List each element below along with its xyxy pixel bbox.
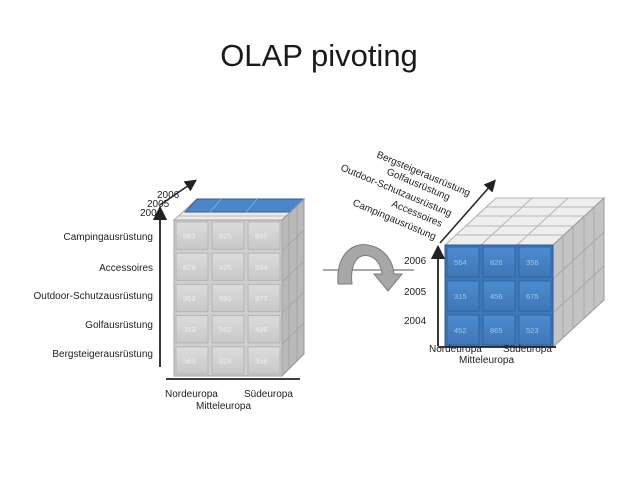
cube-cell-value: 564: [183, 356, 196, 365]
cube-cell: [518, 246, 552, 278]
cube-cell: [211, 315, 245, 344]
cube-cell-value: 452: [454, 326, 467, 335]
cube-cell-value: 826: [219, 356, 232, 365]
left-region-nordeuropa: Nordeuropa: [165, 389, 218, 400]
left-region-mitteleuropa: Mitteleuropa: [196, 401, 251, 412]
cube-cell-value: 935: [255, 232, 268, 241]
cube-cell: [482, 314, 516, 346]
right-region-nordeuropa: Nordeuropa: [429, 344, 482, 355]
left-year-2004: 2004: [140, 208, 163, 219]
cube-cell-value: 534: [255, 263, 268, 272]
cube-cell: [446, 280, 480, 312]
cube-cell: [247, 346, 281, 375]
cube-cell-value: 425: [219, 263, 232, 272]
cube-cell-value: 496: [255, 325, 268, 334]
cube-cell: [446, 246, 480, 278]
right-depth-axis: [439, 179, 496, 244]
left-year-2006: 2006: [157, 190, 180, 201]
rotation-arrow-icon: [323, 244, 414, 292]
cube-cell: [175, 221, 209, 250]
cube-cell: [211, 221, 245, 250]
cube-cell-value: 356: [255, 356, 268, 365]
left-row-label: Bergsteigerausrüstung: [52, 349, 153, 360]
cube-cell-value: 675: [526, 292, 539, 301]
cube-cell: [482, 280, 516, 312]
cube-cell-value: 977: [255, 294, 268, 303]
cube-cell: [247, 315, 281, 344]
right-region-mitteleuropa: Mitteleuropa: [459, 355, 514, 366]
right-year-2005: 2005: [404, 287, 427, 298]
right-cube: 564 826 356 315 456 675 452 865 523: [443, 196, 606, 349]
cube-cell: [518, 280, 552, 312]
cube-cell-value: 629: [183, 263, 196, 272]
cube-cell-value: 353: [183, 325, 196, 334]
cube-cell-value: 865: [490, 326, 503, 335]
cube-cell: [247, 221, 281, 250]
cube-cell: [211, 283, 245, 313]
slide-title: OLAP pivoting: [220, 38, 418, 73]
cube-cell-value: 315: [454, 292, 467, 301]
left-row-label: Golfausrüstung: [85, 320, 153, 331]
cube-cell-value: 562: [219, 325, 232, 334]
cube-cell-value: 825: [219, 232, 232, 241]
cube-cell: [175, 252, 209, 281]
cube-cell: [482, 246, 516, 278]
left-year-2005: 2005: [147, 199, 170, 210]
cube-cell-value: 564: [454, 258, 467, 267]
cube-cell-value: 456: [490, 292, 503, 301]
cube-cell: [211, 252, 245, 281]
cube-cell: [247, 283, 281, 313]
left-cube-top-blue-layer: [183, 198, 306, 213]
right-year-2006: 2006: [404, 256, 427, 267]
cube-cell: [446, 314, 480, 346]
left-row-label: Campingausrüstung: [64, 232, 154, 243]
cube-cell: [175, 346, 209, 375]
cube-cell-value: 583: [183, 232, 196, 241]
left-region-suedeuropa: Südeuropa: [244, 389, 293, 400]
right-year-2004: 2004: [404, 316, 427, 327]
left-cube-side-face: [281, 197, 305, 378]
cube-cell: [247, 252, 281, 281]
left-cube: 583 825 935 629 425 534 953 996 977 353 562 496 564 8…: [172, 197, 306, 378]
left-depth-axis: [159, 179, 197, 206]
left-row-label: Outdoor-Schutzausrüstung: [33, 291, 153, 302]
right-region-suedeuropa: Südeuropa: [503, 344, 552, 355]
cube-cell-value: 953: [183, 294, 196, 303]
cube-cell: [518, 314, 552, 346]
cube-cell-value: 356: [526, 258, 539, 267]
cube-cell-value: 523: [526, 326, 539, 335]
cube-cell: [175, 315, 209, 344]
cube-cell: [175, 283, 209, 313]
cube-cell: [211, 346, 245, 375]
left-row-label: Accessoires: [99, 263, 153, 274]
cube-cell-value: 996: [219, 294, 232, 303]
cube-cell-value: 826: [490, 258, 503, 267]
